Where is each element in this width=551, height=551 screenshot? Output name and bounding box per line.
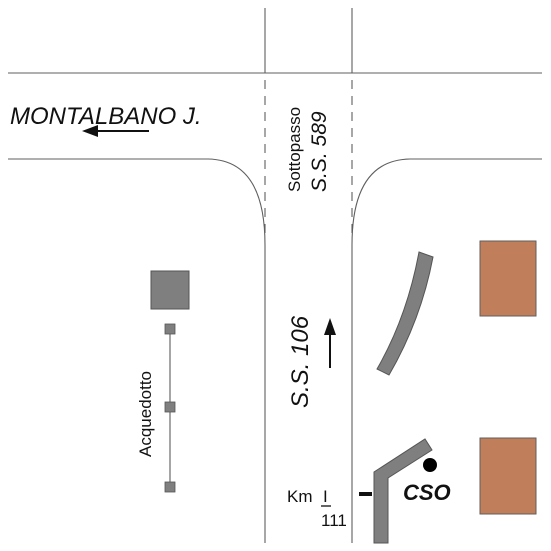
building-south <box>479 437 537 515</box>
arrow-left-icon <box>82 125 149 137</box>
aqueduct-building <box>150 270 190 310</box>
bent-feature <box>373 438 433 544</box>
aqueduct-node <box>164 401 176 413</box>
cso-label: CSO <box>403 480 451 505</box>
underpass-road-label: S.S. 589 <box>308 111 331 192</box>
km-tick-mark <box>359 492 372 496</box>
building-north <box>479 240 537 317</box>
main-road-label: S.S. 106 <box>287 315 314 408</box>
horizontal-road-bottom-edge-east <box>351 158 542 246</box>
aqueduct-label: Acquedotto <box>136 371 155 457</box>
aqueduct-node <box>164 323 176 335</box>
km-integer-label: I <box>323 487 328 506</box>
arrow-up-icon <box>324 318 336 368</box>
aqueduct-node <box>164 481 176 493</box>
west-destination-label: MONTALBANO J. <box>10 103 202 130</box>
dot-marker-icon <box>423 458 437 472</box>
underpass-label: Sottopasso <box>285 107 304 192</box>
km-prefix-label: Km <box>287 487 313 506</box>
horizontal-road-bottom-edge-west <box>8 158 266 246</box>
curved-ramp <box>376 251 434 376</box>
km-decimal-label: 111 <box>321 511 347 530</box>
